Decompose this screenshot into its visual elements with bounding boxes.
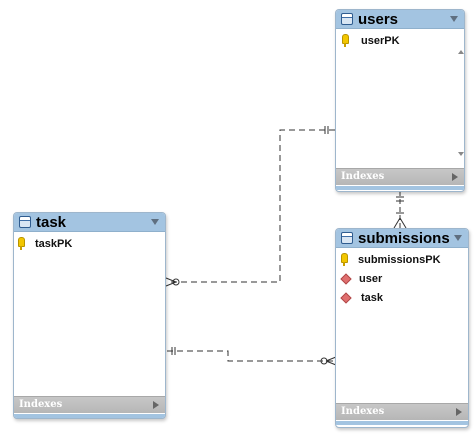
- submissions-field-submissionspk[interactable]: submissionsPK: [336, 252, 468, 268]
- primary-key-icon: [18, 237, 25, 250]
- foreign-key-icon: [340, 273, 352, 285]
- users-indexes-footer[interactable]: Indexes: [336, 168, 464, 185]
- primary-key-icon: [342, 34, 349, 47]
- scroll-up-icon[interactable]: [458, 50, 464, 54]
- users-title: users: [358, 11, 399, 28]
- submissions-indexes-footer[interactable]: Indexes: [336, 403, 468, 420]
- scroll-down-icon[interactable]: [458, 152, 464, 156]
- table-icon: [19, 216, 31, 228]
- table-icon: [341, 232, 353, 244]
- entity-bottom-strip: [336, 421, 468, 425]
- crowfoot-mark: [393, 217, 401, 229]
- relationship-users-submissions[interactable]: [393, 191, 407, 229]
- indexes-label: Indexes: [19, 399, 63, 410]
- relationship-users-task[interactable]: [165, 126, 335, 287]
- zero-circle-mark: [172, 278, 180, 286]
- submissions-title: submissions: [358, 230, 450, 247]
- users-entity[interactable]: users userPK Indexes: [335, 9, 465, 192]
- primary-key-icon: [341, 253, 348, 266]
- expand-indexes-icon[interactable]: [456, 408, 462, 416]
- users-header[interactable]: users: [336, 10, 464, 29]
- field-name: submissionsPK: [358, 254, 441, 266]
- entity-bottom-strip: [14, 414, 165, 418]
- collapse-arrow-icon[interactable]: [450, 16, 458, 22]
- crowfoot-mark: [165, 281, 177, 287]
- task-title: task: [36, 214, 67, 231]
- crowfoot-mark: [165, 277, 177, 283]
- task-entity[interactable]: task taskPK Indexes: [13, 212, 166, 419]
- foreign-key-icon: [340, 292, 352, 304]
- expand-indexes-icon[interactable]: [153, 401, 159, 409]
- field-name: task: [361, 292, 384, 304]
- entity-bottom-strip: [336, 186, 464, 190]
- field-name: user: [359, 273, 383, 285]
- users-field-userpk[interactable]: userPK: [336, 33, 464, 49]
- task-header[interactable]: task: [14, 213, 165, 232]
- collapse-arrow-icon[interactable]: [454, 235, 462, 241]
- collapse-arrow-icon[interactable]: [151, 219, 159, 225]
- task-field-taskpk[interactable]: taskPK: [14, 236, 165, 252]
- submissions-field-task[interactable]: task: [336, 290, 468, 306]
- relationship-line: [168, 129, 335, 283]
- relationship-task-submissions[interactable]: [167, 347, 337, 366]
- zero-circle-mark: [320, 357, 328, 365]
- task-indexes-footer[interactable]: Indexes: [14, 396, 165, 413]
- indexes-label: Indexes: [341, 406, 385, 417]
- submissions-entity[interactable]: submissions submissionsPK user task Inde…: [335, 228, 469, 428]
- indexes-label: Indexes: [341, 171, 385, 182]
- crowfoot-mark: [325, 356, 337, 362]
- submissions-header[interactable]: submissions: [336, 229, 468, 248]
- field-name: userPK: [361, 35, 400, 47]
- crowfoot-mark: [325, 360, 337, 366]
- crowfoot-mark: [399, 217, 407, 229]
- table-icon: [341, 13, 353, 25]
- field-name: taskPK: [35, 238, 73, 250]
- expand-indexes-icon[interactable]: [452, 173, 458, 181]
- submissions-field-user[interactable]: user: [336, 271, 468, 287]
- relationship-line: [167, 350, 335, 362]
